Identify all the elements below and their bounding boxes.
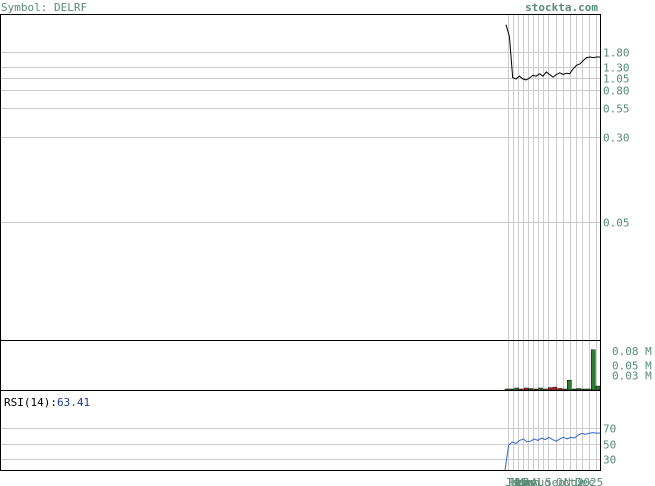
volume-bar (504, 388, 510, 391)
price-line (505, 24, 600, 81)
price-tick-label: 1.80 (603, 47, 630, 60)
volume-bar (590, 349, 596, 391)
volume-bars (504, 349, 601, 391)
x-tick-label: Apr (514, 476, 534, 486)
rsi-tick-label: 30 (603, 454, 616, 467)
price-tick-label: 0.55 (603, 103, 630, 116)
volume-tick-labels: 0.08 M 0.05 M0.03 M (612, 345, 652, 383)
volume-bar (533, 388, 538, 391)
rsi-vertical-gridlines (508, 391, 597, 470)
rsi-gridlines: 70 50 30 (1, 423, 616, 467)
volume-bar (581, 388, 586, 391)
price-panel: 1.80 1.301.050.80 0.55 0.30 0.05 (0, 14, 630, 341)
volume-bar (528, 388, 534, 391)
price-gridlines: 1.80 1.301.050.80 0.55 0.30 0.05 (1, 47, 630, 230)
x-tick-label: 2025 (577, 476, 604, 486)
volume-bar (571, 388, 577, 391)
volume-bar (519, 388, 524, 391)
rsi-tick-label: 50 (603, 439, 616, 452)
volume-bar (567, 379, 572, 391)
rsi-line (504, 432, 600, 471)
rsi-value: 63.41 (57, 396, 90, 409)
x-tick-label: Jun (520, 476, 540, 486)
x-tick-label: Mar (511, 476, 531, 486)
rsi-title: RSI(14):63.41 (4, 396, 90, 409)
x-tick-label: Dec (575, 476, 595, 486)
x-tick-label: May (517, 476, 537, 486)
volume-bar (547, 387, 553, 391)
volume-vertical-gridlines (508, 341, 597, 390)
volume-bar (514, 387, 519, 391)
x-tick-label: Sep (545, 476, 565, 486)
volume-bar (576, 388, 582, 391)
volume-tick-label: 0.05 M (612, 360, 652, 373)
rsi-tick-label: 70 (603, 423, 616, 436)
x-tick-label: Oct (556, 476, 576, 486)
price-tick-label: 1.05 (603, 73, 630, 86)
x-tick-label: Nov (564, 476, 584, 486)
price-tick-label: 0.05 (603, 217, 630, 230)
volume-tick-label: 0.08 M (612, 345, 652, 358)
volume-bar (543, 388, 548, 391)
volume-bar (562, 388, 567, 391)
price-tick-label: 1.30 (603, 62, 630, 75)
volume-bar (523, 387, 529, 391)
x-tick-label: Aug (531, 476, 551, 486)
x-tick-label: Feb (508, 476, 528, 486)
volume-bar (552, 386, 558, 391)
rsi-label: RSI(14): (4, 396, 57, 409)
symbol-label: Symbol: DELRF (1, 1, 87, 14)
site-label: stockta.com (525, 1, 598, 14)
x-tick-label: Jul (523, 476, 543, 486)
volume-bar (557, 388, 562, 391)
volume-bar (595, 385, 601, 391)
rsi-panel: 70 50 30 RSI(14):63.41 (0, 390, 616, 471)
price-vertical-gridlines (508, 15, 597, 340)
price-tick-label: 0.30 (603, 132, 630, 145)
volume-bar (586, 388, 591, 391)
price-tick-label: 0.80 (603, 85, 630, 98)
volume-panel: 0.08 M 0.05 M0.03 M (0, 340, 652, 391)
volume-tick-label: 0.03 M (612, 369, 652, 382)
volume-bar (509, 388, 515, 391)
x-tick-label: Jan (505, 476, 525, 486)
volume-bar (538, 387, 543, 391)
